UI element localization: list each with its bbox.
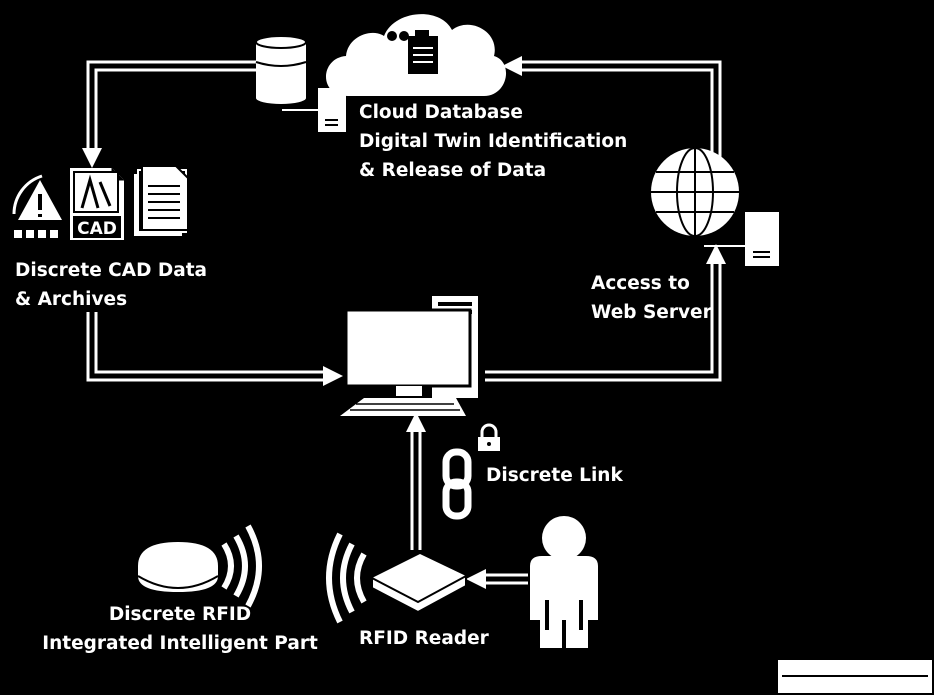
cloud-database-line-2: Digital Twin Identification [359,131,628,152]
arrow-computer-to-web [485,244,726,382]
cloud-database-line-1: Cloud Database [359,102,523,123]
discrete-link-text: Discrete Link [486,465,623,486]
rfid-reader-label: RFID Reader [359,624,489,653]
reader-signal-waves-icon [326,532,367,624]
rfid-part-label: Discrete RFID Integrated Intelligent Par… [30,600,330,658]
web-server-line-2: Web Server [591,302,712,323]
rfid-part-line-2: Integrated Intelligent Part [42,633,318,654]
cad-data-label: Discrete CAD Data & Archives [15,256,207,314]
rfid-reader-text: RFID Reader [359,628,489,649]
document-icon [282,88,346,132]
cloud-database-label: Cloud Database Digital Twin Identificati… [359,98,627,185]
globe-icon [651,147,739,237]
arrow-web-to-cloud [502,56,722,160]
cad-badge: CAD [77,219,117,239]
cad-data-line-2: & Archives [15,289,128,310]
cloud-database-line-3: & Release of Data [359,160,547,181]
arrow-cloud-to-cad [82,60,300,168]
server-doc-icon [704,212,779,266]
legend-box [778,660,932,693]
database-icon [255,35,307,104]
computer-icon [340,296,478,416]
discrete-link-label: Discrete Link [486,461,623,490]
warning-icon [12,174,62,238]
arrow-reader-to-computer [406,412,426,550]
archive-documents-icon [134,165,189,236]
web-server-line-1: Access to [591,273,690,294]
cad-data-line-1: Discrete CAD Data [15,260,208,281]
rfid-tag-icon [137,542,219,592]
rfid-reader-icon [371,554,467,614]
padlock-icon [478,423,500,451]
web-server-label: Access to Web Server [591,269,712,327]
cloud-document-icon [408,30,438,74]
rfid-part-line-1: Discrete RFID [108,604,252,625]
cad-file-icon: CAD [70,168,124,240]
signal-waves-icon [221,524,262,608]
person-icon [530,516,598,648]
cloud-icon [326,14,507,97]
chain-link-icon [442,448,472,520]
arrow-person-to-reader [466,569,528,589]
arrow-cad-to-computer [86,312,343,386]
